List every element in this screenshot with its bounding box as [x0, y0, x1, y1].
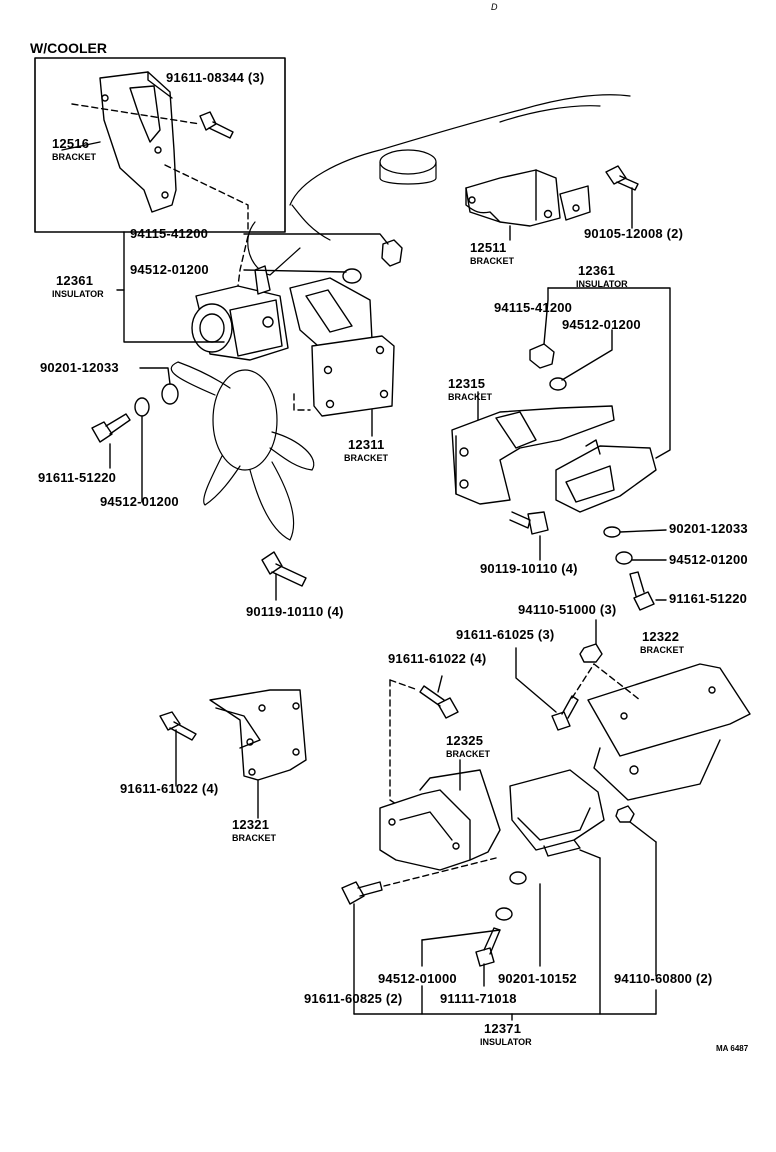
bolt-91111-71018-drawing — [475, 927, 501, 967]
washer-90201-12033-left — [161, 383, 179, 405]
part-name: INSULATOR — [52, 289, 104, 299]
label-91611-51220: 91611-51220 — [38, 470, 117, 485]
insulator-12361-right-drawing — [555, 439, 657, 513]
part-number: 12361 — [56, 273, 94, 288]
bolt-90119-10110-right-drawing — [509, 511, 549, 535]
bracket-12321-drawing — [209, 689, 307, 781]
insulator-12361-left-drawing — [191, 265, 289, 361]
label-90105-12008: 90105-12008 (2) — [584, 226, 684, 241]
label-91611-08344: 91611-08344 (3) — [166, 70, 265, 85]
part-number: 12321 — [232, 817, 270, 832]
nut-94110-51000 — [579, 643, 603, 663]
part-number: 12516 — [52, 136, 90, 151]
part-number: 12511 — [470, 240, 507, 255]
label-91611-61022-b: 91611-61022 (4) — [120, 781, 219, 796]
label-91611-61022-a: 91611-61022 (4) — [388, 651, 487, 666]
washer-94512-01200-b — [134, 397, 150, 417]
label-94512-01200-b: 94512-01200 — [100, 494, 179, 509]
part-name: BRACKET — [640, 645, 684, 655]
nut-94115-41200-right — [529, 343, 555, 369]
label-94110-51000: 94110-51000 (3) — [518, 602, 617, 617]
inset-title: W/COOLER — [30, 40, 107, 56]
label-94115-41200-b: 94115-41200 — [494, 300, 573, 315]
part-number: 12371 — [484, 1021, 522, 1036]
washer-94512-01000 — [495, 907, 513, 921]
bracket-12311-drawing — [289, 277, 395, 417]
part-name: BRACKET — [470, 256, 514, 266]
washer-90201-12033-right — [603, 526, 621, 538]
bolt-90105-12008-drawing — [605, 165, 639, 191]
bolt-91611-61025-drawing — [551, 695, 579, 731]
bolt-91611-51220-drawing — [91, 413, 131, 443]
label-94512-01200-a: 94512-01200 — [130, 262, 209, 277]
label-90119-10110-a: 90119-10110 (4) — [246, 604, 344, 619]
part-name: BRACKET — [446, 749, 490, 759]
label-94512-01200-d: 94512-01200 — [669, 552, 748, 567]
part-number: 12315 — [448, 376, 486, 391]
bracket-12315-drawing — [451, 405, 615, 505]
part-number: 12311 — [348, 437, 385, 452]
drawing-id: MA 6487 — [716, 1044, 749, 1053]
bracket-12511-drawing — [465, 169, 591, 227]
bolt-91611-61022-left-drawing — [159, 711, 197, 741]
washer-94512-01200-d — [615, 551, 633, 565]
inset-frame — [34, 57, 286, 233]
nut-94115-41200-left — [381, 239, 403, 267]
label-90201-10152: 90201-10152 — [498, 971, 577, 986]
label-91111-71018: 91111-71018 — [440, 991, 517, 1006]
label-94110-60800: 94110-60800 (2) — [614, 971, 713, 986]
label-90201-12033-a: 90201-12033 — [40, 360, 119, 375]
part-number: 12361 — [578, 263, 616, 278]
label-91611-60825: 91611-60825 (2) — [304, 991, 403, 1006]
part-name: BRACKET — [448, 392, 492, 402]
engine-outline-drawing — [247, 94, 631, 276]
insulator-12371-drawing — [509, 769, 605, 857]
part-name: BRACKET — [52, 152, 96, 162]
part-number: 12325 — [446, 733, 484, 748]
bracket-12322-drawing — [587, 663, 751, 801]
washer-94512-01200-c — [549, 377, 567, 391]
bolt-90119-10110-left-drawing — [261, 551, 307, 587]
part-name: BRACKET — [232, 833, 276, 843]
washer-90201-10152 — [509, 871, 527, 885]
label-90119-10110-b: 90119-10110 (4) — [480, 561, 578, 576]
bolt-91161-51220-drawing — [629, 571, 655, 611]
washer-94512-01200-left — [342, 268, 362, 284]
bracket-12516-drawing — [99, 71, 177, 213]
label-91611-61025: 91611-61025 (3) — [456, 627, 555, 642]
bolt-91611-60825-drawing — [341, 881, 383, 905]
bracket-12325-drawing — [379, 769, 501, 871]
fan-drawing — [170, 361, 315, 541]
part-name: INSULATOR — [480, 1037, 532, 1047]
label-91161-51220: 91161-51220 — [669, 591, 748, 606]
label-94512-01200-c: 94512-01200 — [562, 317, 641, 332]
bolt-91611-08344-drawing — [199, 111, 234, 139]
label-90201-12033-b: 90201-12033 — [669, 521, 748, 536]
part-name: BRACKET — [344, 453, 388, 463]
label-94115-41200-a: 94115-41200 — [130, 226, 209, 241]
corner-mark: D — [491, 2, 498, 12]
label-94512-01000: 94512-01000 — [378, 971, 457, 986]
nut-94110-60800 — [615, 805, 635, 823]
part-name: INSULATOR — [576, 279, 628, 289]
bolt-91611-61022-top-drawing — [419, 685, 459, 719]
part-number: 12322 — [642, 629, 680, 644]
